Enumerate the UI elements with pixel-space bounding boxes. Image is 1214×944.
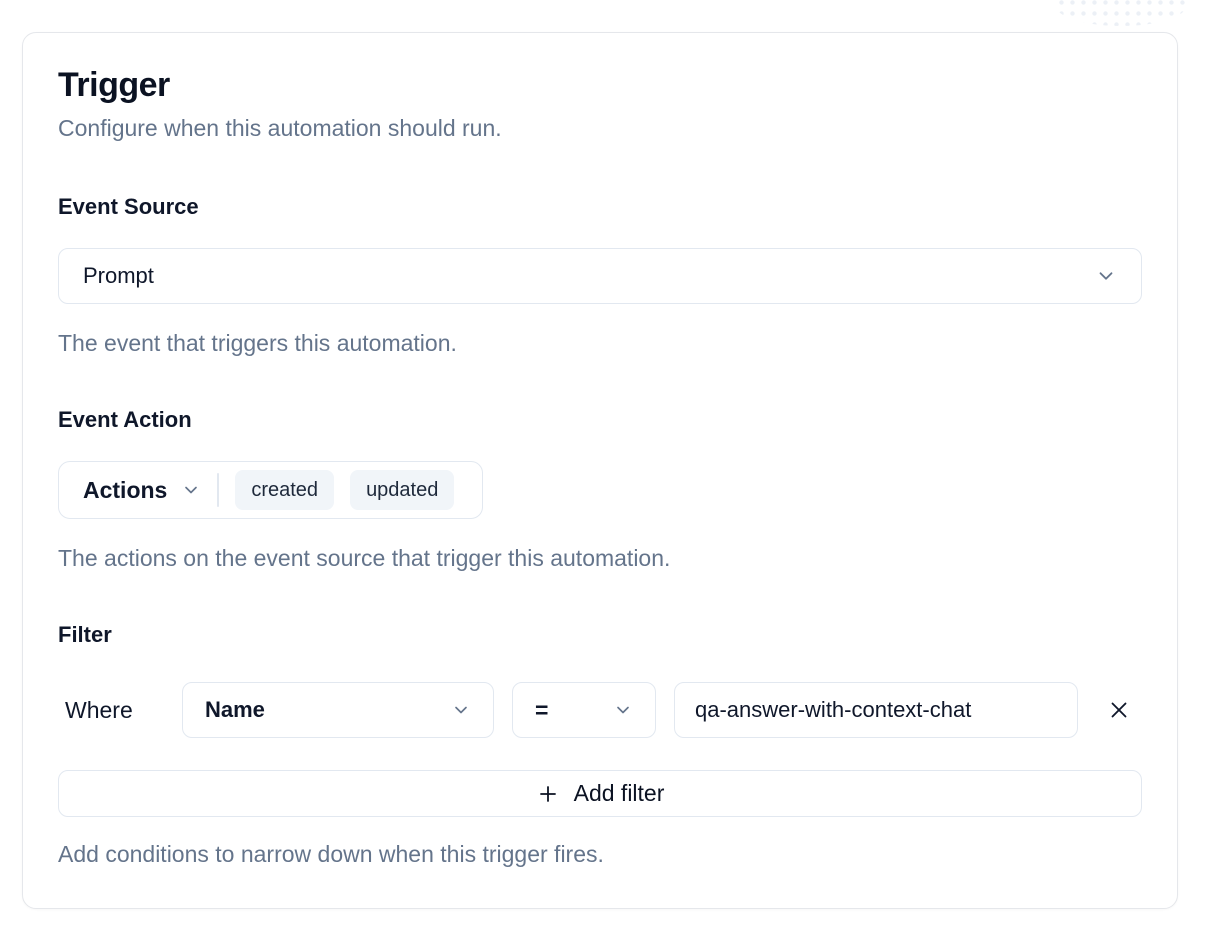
event-source-label: Event Source <box>58 194 199 220</box>
where-label: Where <box>65 696 133 723</box>
event-source-select[interactable]: Prompt <box>58 248 1142 305</box>
close-icon <box>1106 697 1132 723</box>
event-action-label: Event Action <box>58 407 192 433</box>
page-subtitle: Configure when this automation should ru… <box>58 115 502 142</box>
filter-value-input[interactable] <box>674 682 1078 739</box>
event-source-selected-value: Prompt <box>83 263 154 289</box>
page-title: Trigger <box>58 66 170 104</box>
plus-icon <box>536 782 560 806</box>
remove-filter-button[interactable] <box>1096 687 1142 733</box>
chevron-down-icon <box>613 700 633 720</box>
event-action-helper: The actions on the event source that tri… <box>58 545 671 572</box>
vertical-divider <box>217 473 220 508</box>
filter-condition-row: Where Name = <box>58 682 1142 739</box>
filter-label: Filter <box>58 622 112 648</box>
action-chip-updated[interactable]: updated <box>350 470 455 511</box>
filter-section: Filter Where Name = <box>58 622 1142 868</box>
event-action-box: Actions created updated <box>58 461 484 520</box>
add-filter-button[interactable]: Add filter <box>58 770 1142 818</box>
chevron-down-icon <box>181 480 201 500</box>
event-source-helper: The event that triggers this automation. <box>58 330 457 357</box>
event-action-dropdown-label: Actions <box>83 476 168 503</box>
trigger-card: Trigger Configure when this automation s… <box>22 32 1178 910</box>
decorative-dots <box>1056 0 1186 26</box>
event-action-section: Event Action Actions created updated The… <box>58 407 1142 572</box>
event-source-section: Event Source Prompt The event that trigg… <box>58 194 1142 357</box>
filter-operator-select[interactable]: = <box>512 682 656 739</box>
filter-operator-selected-value: = <box>535 696 549 723</box>
action-chip-created[interactable]: created <box>235 470 335 511</box>
chevron-down-icon <box>1095 265 1117 287</box>
add-filter-label: Add filter <box>573 780 665 807</box>
filter-field-selected-value: Name <box>205 697 265 723</box>
filter-helper: Add conditions to narrow down when this … <box>58 841 604 868</box>
filter-field-select[interactable]: Name <box>182 682 494 739</box>
event-action-dropdown[interactable]: Actions <box>83 477 201 504</box>
chevron-down-icon <box>451 700 471 720</box>
